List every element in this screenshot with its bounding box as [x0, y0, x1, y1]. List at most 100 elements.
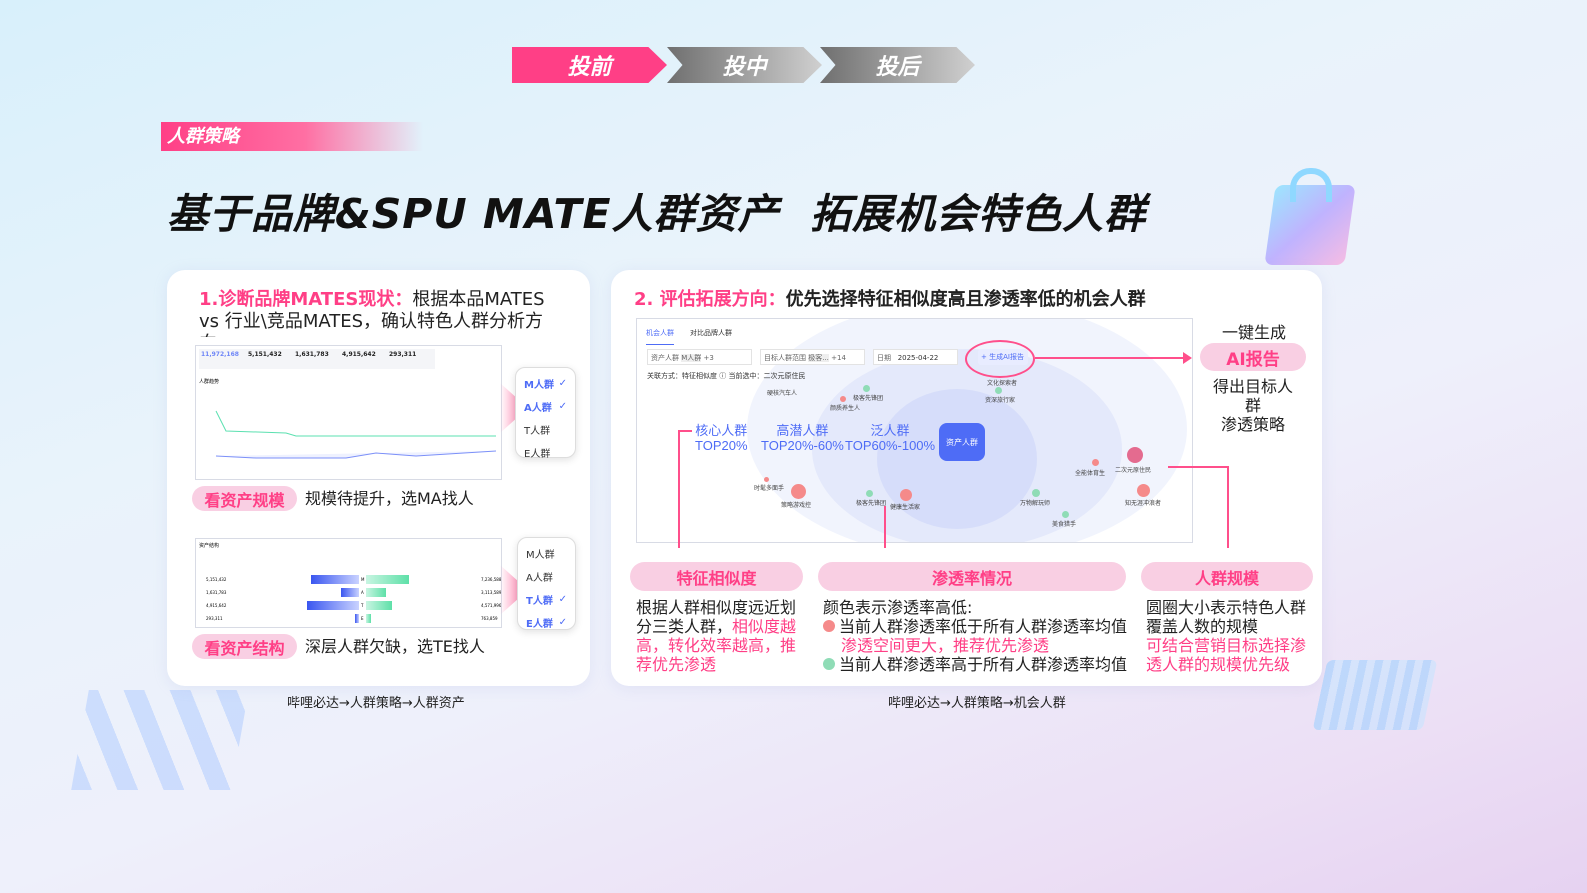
- asset-structure-pill: 看资产结构: [192, 634, 297, 659]
- crowd-bubble[interactable]: [863, 385, 870, 392]
- step-before[interactable]: 投前: [512, 47, 667, 83]
- high-penetration-dot: [823, 658, 835, 670]
- crowd-bubble[interactable]: [995, 387, 1002, 394]
- target-filter[interactable]: 目标人群范围 极客... +14: [760, 349, 865, 365]
- tab-compare[interactable]: 对比品牌人群: [690, 329, 732, 337]
- option-m[interactable]: M人群: [526, 550, 555, 561]
- crowd-dropdown-1[interactable]: M人群✓ A人群✓ T人群 E人群: [515, 367, 576, 460]
- bar-brand: [307, 601, 359, 610]
- crowd-bubble-label: 知无涯冲浪者: [1125, 500, 1162, 507]
- stat-total: 11,972,168: [199, 349, 247, 369]
- crowd-bubble[interactable]: [764, 477, 769, 482]
- stripes-decoration-icon: [71, 690, 249, 790]
- asset-filter[interactable]: 资产人群 M人群 +3: [647, 349, 752, 365]
- asset-structure-text: 深层人群欠缺，选TE找人: [305, 637, 485, 656]
- connector-penetration: [884, 506, 886, 548]
- crowd-bubble-label: 二次元原住民: [1115, 467, 1152, 474]
- asset-scale-pill: 看资产规模: [192, 486, 297, 511]
- date-filter[interactable]: 日期 2025-04-22: [873, 349, 958, 365]
- bar-brand: [355, 614, 359, 623]
- connector-scale-top: [1168, 466, 1228, 468]
- crowd-bubble[interactable]: [1032, 489, 1040, 497]
- bar-brand: [310, 575, 359, 584]
- connector-similarity-top: [678, 430, 692, 432]
- bar-brand: [340, 588, 359, 597]
- left-heading-text: 根据本品MATES vs 行业\竞品MATES，确认特色人群分析方向: [199, 289, 545, 337]
- crowd-bubble[interactable]: [791, 484, 806, 499]
- step-during[interactable]: 投中: [667, 47, 822, 83]
- left-heading-label: 1.诊断品牌MATES现状：: [199, 289, 413, 310]
- option-t[interactable]: T人群: [524, 426, 551, 437]
- stat-t: 4,915,642: [340, 349, 388, 369]
- crowd-bubble-label: 颜质养生人: [830, 405, 861, 412]
- crowd-dropdown-2[interactable]: M人群 A人群 T人群✓ E人群✓: [517, 537, 576, 630]
- highlight-circle: [965, 340, 1035, 378]
- right-heading: 2. 评估拓展方向：优先选择特征相似度高且渗透率低的机会人群: [634, 289, 1146, 310]
- option-a[interactable]: A人群: [526, 573, 553, 584]
- crowd-bubble-label: 万物解玩师: [1020, 500, 1051, 507]
- crowd-bubble-label: 硬核汽车人: [767, 390, 798, 397]
- crowd-bubble-label: 全能体育生: [1075, 470, 1106, 477]
- bar-industry: [366, 614, 372, 623]
- opportunity-screenshot: 机会人群 对比品牌人群 资产人群 M人群 +3 目标人群范围 极客... +14…: [636, 318, 1193, 543]
- trend-title: 人群趋势: [199, 379, 220, 385]
- generate-ai-report-button[interactable]: + 生成AI报告: [978, 349, 1028, 365]
- option-e[interactable]: E人群: [524, 449, 551, 460]
- crowd-bubble-label: 美食猎手: [1052, 521, 1077, 528]
- asset-scale-screenshot: 11,972,168 5,151,432 1,631,783 4,915,642…: [195, 345, 502, 480]
- connector-similarity: [678, 430, 680, 548]
- bag-handle-icon: [1290, 168, 1332, 202]
- crowd-bubble-label: 文化探索者: [987, 380, 1018, 387]
- right-caption: 哔哩必达→人群策略→机会人群: [888, 696, 1066, 711]
- crowd-bubble[interactable]: [866, 490, 873, 497]
- ai-report-pill[interactable]: AI报告: [1200, 343, 1306, 371]
- check-icon: ✓: [558, 617, 567, 628]
- option-m[interactable]: M人群✓: [524, 378, 567, 391]
- crowd-bubble[interactable]: [900, 489, 912, 501]
- gen-top-text: 一键生成: [1222, 323, 1287, 342]
- arrow-head-icon: [1183, 352, 1192, 364]
- left-heading: 1.诊断品牌MATES现状：根据本品MATES vs 行业\竞品MATES，确认…: [199, 289, 559, 337]
- asset-scale-text: 规模待提升，选MA找人: [305, 489, 474, 508]
- stat-a: 1,631,783: [293, 349, 341, 369]
- option-t[interactable]: T人群✓: [526, 594, 567, 607]
- crowd-bubble[interactable]: [1127, 447, 1143, 463]
- crowd-bubble[interactable]: [840, 396, 846, 402]
- crowd-bubble-label: 健康生活家: [890, 504, 921, 511]
- option-e[interactable]: E人群✓: [526, 617, 567, 630]
- left-caption: 哔哩必达→人群策略→人群资产: [287, 696, 465, 711]
- scale-text: 圆圈大小表示特色人群覆盖人数的规模可结合营销目标选择渗透人群的规模优先级: [1146, 598, 1307, 674]
- gen-bottom-text: 得出目标人群渗透策略: [1212, 377, 1293, 434]
- check-icon: ✓: [558, 594, 567, 605]
- bar-industry: [366, 601, 392, 610]
- stat-e: 293,311: [387, 349, 435, 369]
- crowd-bubble-label: 极客先锋团: [853, 395, 884, 402]
- section-tag: 人群策略: [161, 122, 423, 151]
- check-icon: ✓: [558, 378, 567, 389]
- asset-crowd-tv-icon: 资产人群: [939, 423, 985, 461]
- penetration-pill: 渗透率情况: [818, 562, 1126, 591]
- stat-m: 5,151,432: [246, 349, 294, 369]
- trend-line-industry: [215, 410, 496, 437]
- cart-icon: [1312, 660, 1438, 730]
- structure-title: 资产结构: [199, 543, 220, 549]
- option-a[interactable]: A人群✓: [524, 401, 567, 414]
- bar-industry: [366, 575, 409, 584]
- connector-ai: [1035, 357, 1185, 359]
- check-icon: ✓: [558, 401, 567, 412]
- page-title: 基于品牌&SPU MATE人群资产 拓展机会特色人群: [167, 190, 1147, 238]
- crowd-bubble[interactable]: [1137, 484, 1150, 497]
- crowd-bubble-label: 策略游戏控: [781, 502, 812, 509]
- crowd-bubble[interactable]: [1092, 459, 1099, 466]
- trend-line-brand: [215, 450, 497, 459]
- bar-industry: [366, 588, 386, 597]
- asset-structure-screenshot: 资产结构 5,151,432 M 7,236,588 1,631,783 A 3…: [195, 538, 502, 628]
- similarity-text: 根据人群相似度远近划分三类人群，相似度越高，转化效率越高，推荐优先渗透: [636, 598, 797, 674]
- crowd-bubble-label: 时髦多面手: [754, 485, 785, 492]
- crowd-bubble[interactable]: [1062, 511, 1069, 518]
- tab-opportunity[interactable]: 机会人群: [646, 328, 674, 345]
- step-after[interactable]: 投后: [820, 47, 975, 83]
